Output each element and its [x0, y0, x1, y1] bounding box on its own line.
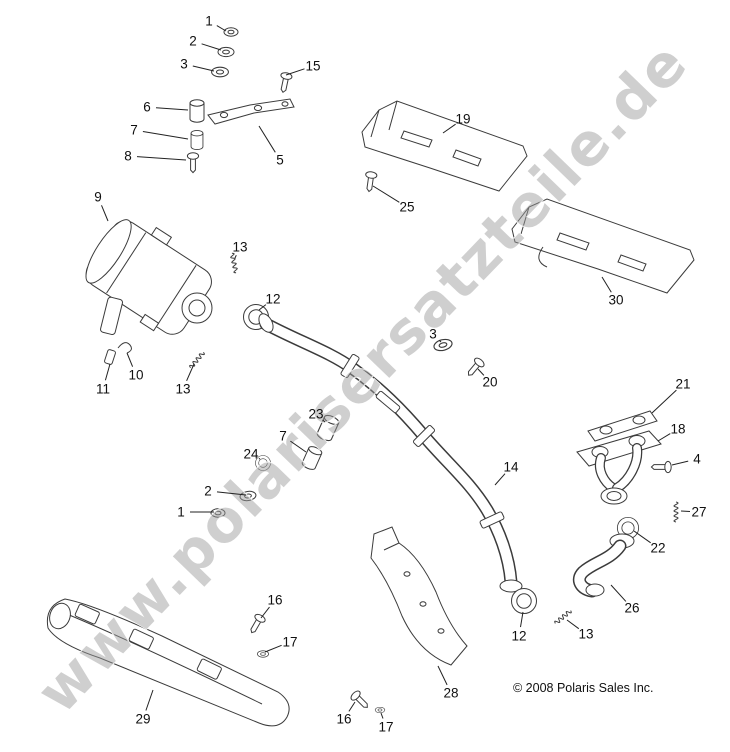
leader-line: [348, 701, 356, 712]
callout-11: 11: [95, 381, 111, 397]
bracket-part: [207, 98, 295, 125]
callout-8: 8: [124, 148, 132, 164]
callout-6: 6: [143, 99, 151, 115]
callout-17: 17: [378, 719, 394, 735]
leader-line: [680, 510, 691, 512]
manifold-part: [576, 430, 662, 505]
heat-shield-lower-part: [46, 598, 290, 727]
clamp-part: [104, 349, 116, 365]
leader-line: [520, 611, 524, 628]
callout-25: 25: [399, 199, 415, 215]
heat-shield-center-part: [370, 526, 468, 666]
leader-line: [285, 68, 305, 76]
leader-line: [610, 584, 627, 602]
leader-line: [258, 457, 261, 460]
leader-line: [234, 254, 237, 259]
callout-23: 23: [308, 406, 324, 422]
leader-line: [651, 389, 677, 414]
leader-line: [136, 156, 187, 161]
leader-line: [657, 433, 671, 442]
leader-line: [201, 43, 222, 51]
clip-part: [117, 342, 132, 354]
leader-line: [477, 368, 485, 376]
leader-line: [439, 340, 442, 343]
callout-24: 24: [243, 446, 259, 462]
callout-3: 3: [429, 326, 437, 342]
leader-line: [264, 644, 282, 653]
callout-12: 12: [511, 628, 527, 644]
leader-line: [104, 363, 111, 381]
callout-1: 1: [177, 504, 185, 520]
leader-line: [372, 185, 400, 203]
callout-10: 10: [128, 367, 144, 383]
leader-line: [258, 304, 267, 311]
callout-19: 19: [455, 111, 471, 127]
manifold-gasket-part: [587, 410, 658, 442]
callout-5: 5: [276, 152, 284, 168]
leader-line: [145, 689, 154, 711]
callout-16: 16: [336, 711, 352, 727]
muffler-part: [85, 219, 213, 336]
callout-2: 2: [204, 483, 212, 499]
leader-line: [380, 712, 384, 719]
leader-line: [155, 107, 189, 111]
leader-line: [142, 131, 189, 140]
heat-shield-upper-part: [361, 100, 528, 192]
leader-line: [601, 276, 612, 293]
callout-14: 14: [503, 459, 519, 475]
callout-29: 29: [135, 711, 151, 727]
leader-line: [442, 123, 456, 134]
leader-line: [216, 25, 227, 32]
callout-9: 9: [94, 189, 102, 205]
leader-line: [260, 606, 270, 619]
callout-22: 22: [650, 540, 666, 556]
callout-16: 16: [267, 592, 283, 608]
leader-line: [258, 125, 276, 153]
leader-line: [192, 65, 215, 72]
elbow-pipe-part: [572, 533, 635, 598]
callout-18: 18: [670, 421, 686, 437]
callout-20: 20: [482, 374, 498, 390]
callout-15: 15: [305, 58, 321, 74]
callout-21: 21: [675, 376, 691, 392]
callout-1: 1: [205, 13, 213, 29]
callout-30: 30: [608, 292, 624, 308]
leader-line: [437, 665, 448, 686]
callout-2: 2: [189, 33, 197, 49]
leader-line: [290, 440, 307, 453]
leader-line: [186, 363, 195, 382]
callout-13: 13: [578, 626, 594, 642]
leader-line: [322, 419, 326, 423]
callout-28: 28: [443, 685, 459, 701]
callout-12: 12: [265, 291, 281, 307]
callout-3: 3: [180, 56, 188, 72]
leader-line: [126, 352, 134, 367]
callout-17: 17: [282, 634, 298, 650]
leader-line: [494, 473, 506, 486]
callout-27: 27: [691, 504, 707, 520]
heat-shield-right-part: [511, 198, 695, 294]
copyright-notice: © 2008 Polaris Sales Inc.: [513, 681, 654, 695]
callout-4: 4: [693, 451, 701, 467]
leader-line: [633, 530, 651, 544]
callout-26: 26: [624, 600, 640, 616]
callout-13: 13: [175, 381, 191, 397]
callout-7: 7: [279, 428, 287, 444]
leader-line: [566, 619, 580, 630]
exhaust-pipe-part: [258, 313, 523, 593]
leader-line: [671, 460, 689, 466]
callout-7: 7: [130, 122, 138, 138]
leader-line: [101, 205, 109, 222]
callout-13: 13: [232, 239, 248, 255]
leader-line: [216, 491, 247, 496]
